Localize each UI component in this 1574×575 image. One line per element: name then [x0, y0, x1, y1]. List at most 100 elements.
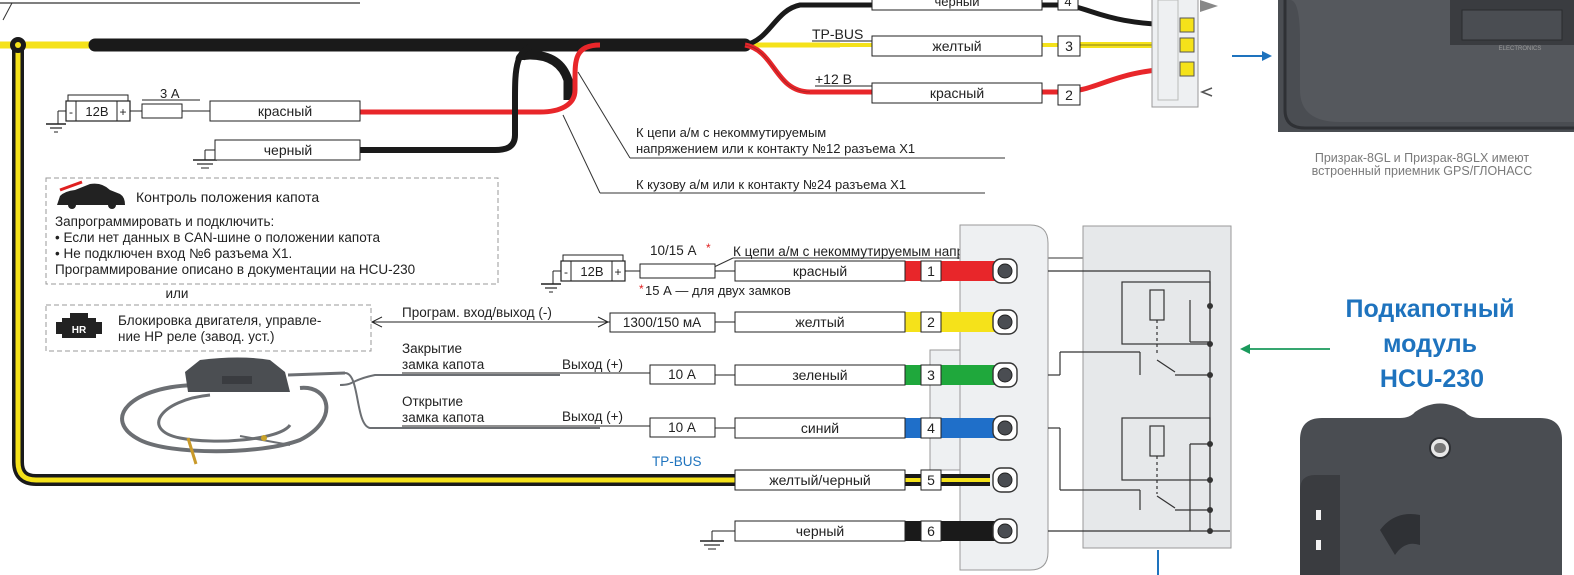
pin-top-4: 4 — [1064, 0, 1071, 9]
top-housing-slant — [2, 2, 13, 21]
hcu-module-image — [1300, 403, 1562, 575]
ground-black — [193, 149, 217, 169]
module-title-line1: Подкапотный — [1345, 295, 1514, 323]
pin-label-6: черный — [796, 523, 844, 539]
pin-label-box-4 — [734, 417, 906, 439]
main-unit-image: ELECTRONICS — [1278, 0, 1574, 132]
pin-terminal-core-5 — [997, 472, 1013, 488]
top-red-wire-edge — [744, 44, 811, 93]
gps-note-line2: встроенный приемник GPS/ГЛОНАСС — [1312, 164, 1533, 178]
hood-box-line4: Программирование описано в документации … — [55, 262, 415, 277]
pin-terminal-core-4 — [997, 420, 1013, 436]
arrow-head-to-relay — [1240, 344, 1250, 354]
wire-label-red: красный — [930, 85, 984, 101]
pin-label-box-2 — [734, 311, 906, 333]
hood-box-line1: Запрограммировать и подключить: — [55, 214, 274, 229]
brand-text: ELECTRONICS — [1499, 46, 1542, 52]
ann2-text: К кузову а/м или к контакту №24 разъема … — [636, 177, 906, 192]
out2-label: Выход (+) — [562, 409, 623, 424]
engine-box-line1: Блокировка двигателя, управле- — [118, 313, 321, 328]
pin-num-box-5 — [920, 469, 942, 491]
pin-label-box-6 — [734, 520, 906, 542]
wire-label-box-yellow — [871, 35, 1043, 57]
wire-label-yellow: желтый — [932, 38, 981, 54]
or-label: или — [166, 286, 189, 301]
engine-box-line2: ние НР реле (завод. уст.) — [118, 329, 275, 344]
pin-color-chip-3 — [905, 365, 921, 385]
pin-label-box-1 — [734, 260, 906, 282]
arrow-head-main-unit — [1262, 51, 1272, 61]
pin-num-4: 4 — [927, 420, 935, 436]
ann1-leader — [577, 71, 631, 159]
pin-label-1: красный — [793, 263, 847, 279]
pin-num-3: 3 — [927, 367, 935, 383]
pin-wire-2 — [940, 312, 995, 332]
fuse-3a — [141, 103, 183, 119]
pin-wire-6 — [940, 521, 995, 541]
pin-terminal-core-6 — [997, 523, 1013, 539]
pin-num-box-3 — [920, 364, 942, 386]
hood-lock-image — [120, 357, 600, 465]
power-red-wire — [320, 42, 601, 115]
pin-color-chip-4 — [905, 418, 921, 438]
pin-box-top-4 — [1057, 0, 1079, 11]
close-line1: Закрытие — [402, 341, 462, 356]
hood-box-line2: • Если нет данных в CAN-шине о положении… — [55, 230, 380, 245]
ann2-leader — [562, 114, 601, 194]
pin-num-5: 5 — [927, 472, 935, 488]
out1-label: Выход (+) — [562, 357, 623, 372]
pin-label-2: желтый — [795, 314, 844, 330]
top-tpbus-label: TP-BUS — [812, 26, 863, 42]
prog-io-label: Програм. вход/выход (-) — [402, 305, 552, 320]
engine-icon: HR — [56, 313, 102, 338]
pin-label-box-5 — [734, 469, 906, 491]
prog-fuse-label: 1300/150 мА — [623, 315, 701, 330]
ann1-line1: К цепи а/м с некоммутируемым — [636, 125, 826, 140]
pin-label-3: зеленый — [792, 367, 847, 383]
svg-text:+: + — [614, 265, 621, 279]
junction-dot-inner — [15, 42, 21, 48]
battery-hcu-label: 12В — [580, 264, 603, 279]
top-connector — [1151, 0, 1218, 108]
power-red-label: красный — [258, 103, 312, 119]
pin-num-box-2 — [920, 311, 942, 333]
wire-label-black: черный — [934, 0, 979, 9]
pin-num-1: 1 — [927, 263, 935, 279]
pin-terminal-core-2 — [997, 314, 1013, 330]
pin-label-box-3 — [734, 364, 906, 386]
ann1-line2: напряжением или к контакту №12 разъема X… — [636, 141, 915, 156]
pin-top-2: 2 — [1065, 87, 1073, 103]
pin-color-chip-1 — [905, 261, 921, 281]
harness-branch — [515, 50, 573, 100]
open-line2: замка капота — [402, 410, 485, 425]
tpbus-wire-yellow — [15, 45, 990, 483]
relay-dots — [1207, 303, 1213, 534]
pin-terminal-core-1 — [997, 263, 1013, 279]
battery-top-label: 12В — [85, 104, 108, 119]
power-black-wire — [320, 42, 541, 153]
pin-label-5: желтый/черный — [769, 472, 871, 488]
pin-top-3: 3 — [1065, 38, 1073, 54]
pin-box-top-2 — [1057, 84, 1081, 106]
pin-color-chip-6 — [905, 521, 921, 541]
pin-wire-3 — [940, 365, 995, 385]
pin-terminal-core-3 — [997, 367, 1013, 383]
fuse-note-asterisk-mask — [640, 284, 646, 292]
svg-text:HR: HR — [72, 325, 87, 336]
hood-box-line3: • Не подключен вход №6 разъема X1. — [55, 246, 292, 261]
close-line2: замка капота — [402, 357, 485, 372]
pin-num-box-6 — [920, 520, 942, 542]
module-title-line2: модуль — [1383, 330, 1477, 358]
battery-hcu: - + 12В — [541, 254, 626, 293]
pin-num-6: 6 — [927, 523, 935, 539]
power-red-label-box — [209, 100, 361, 122]
module-title-line3: HCU-230 — [1380, 365, 1484, 393]
battery-top: - + 12В — [46, 94, 131, 133]
fuse-main-asterisk: * — [706, 241, 711, 255]
wire-label-box-black — [871, 0, 1043, 11]
gps-note-line1: Призрак-8GL и Призрак-8GLX имеют — [1315, 151, 1530, 165]
hood-box-title: Контроль положения капота — [136, 189, 319, 205]
fuse3-label: 10 А — [668, 367, 696, 382]
pin-wire-1 — [940, 261, 995, 281]
